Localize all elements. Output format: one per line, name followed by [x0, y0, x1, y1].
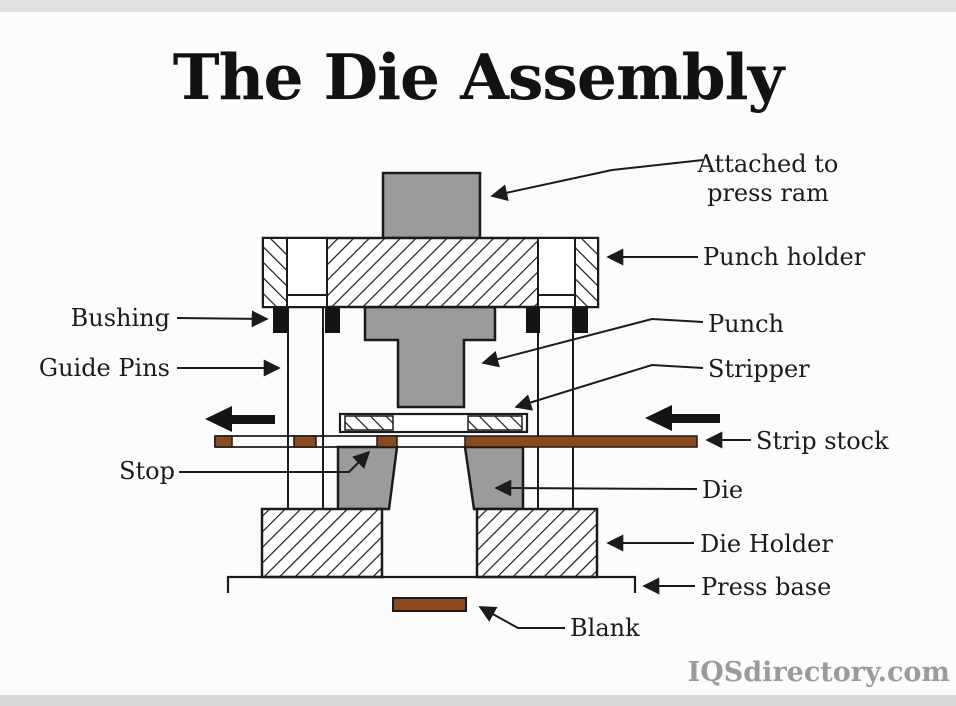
- bushing-right-inner: [526, 308, 540, 333]
- guide-pin-bore-right: [537, 237, 576, 308]
- feed-arrow-left-icon: [205, 406, 275, 432]
- strip-stock-incoming: [464, 435, 698, 448]
- guide-pins-label: Guide Pins: [39, 354, 170, 382]
- guide-pin-bore-left: [286, 237, 328, 308]
- strip-segment: [293, 435, 317, 448]
- blank-label: Blank: [570, 614, 640, 642]
- stop-leader-line: [179, 450, 371, 473]
- bushing-left-outer: [273, 308, 288, 333]
- press-ram-leader-line: [490, 159, 704, 202]
- blank-shape: [392, 597, 467, 612]
- press-ram-label-line2: press ram: [707, 179, 829, 207]
- stripper-label: Stripper: [708, 355, 810, 383]
- punch-holder-label: Punch holder: [703, 243, 866, 271]
- die-leader-line: [494, 479, 698, 497]
- die-holder-right: [475, 507, 599, 579]
- die-block-left: [336, 445, 399, 511]
- punch-holder-shape: [261, 236, 600, 309]
- punch-shape: [363, 305, 497, 409]
- die-holder-left: [260, 507, 384, 579]
- bushing-leader-line: [176, 310, 269, 328]
- bushing-blocks: [273, 308, 588, 333]
- blank-leader-line: [478, 606, 565, 629]
- stripper-leader-line: [514, 363, 704, 411]
- die-block-right: [463, 445, 525, 511]
- press-base-line: [226, 575, 637, 593]
- bushing-label: Bushing: [71, 304, 170, 332]
- strip-stock-shape: [214, 435, 698, 448]
- guide-pin-right: [537, 307, 574, 509]
- page-title: The Die Assembly: [172, 40, 784, 114]
- bushing-left-inner: [325, 308, 340, 333]
- punch-label: Punch: [708, 310, 784, 338]
- bushing-right-outer: [573, 308, 588, 333]
- press-ram-label-line1: Attached to: [697, 150, 839, 178]
- watermark: IQSdirectory.com: [687, 657, 950, 688]
- punch-leader-line: [481, 317, 704, 368]
- strip-stock-label: Strip stock: [756, 427, 889, 455]
- strip-segment: [214, 435, 233, 448]
- die-holder-label: Die Holder: [700, 530, 833, 558]
- stop-label: Stop: [119, 457, 175, 485]
- feed-arrow-right-icon: [645, 405, 720, 431]
- die-label: Die: [702, 476, 743, 504]
- stripper-shape: [338, 412, 529, 434]
- press-base-label: Press base: [701, 573, 831, 601]
- guide-pin-left: [287, 307, 324, 509]
- press-ram-block: [381, 171, 482, 240]
- bottom-frame-strip: [0, 695, 956, 706]
- stop-block: [376, 435, 398, 448]
- top-frame-strip: [0, 0, 956, 12]
